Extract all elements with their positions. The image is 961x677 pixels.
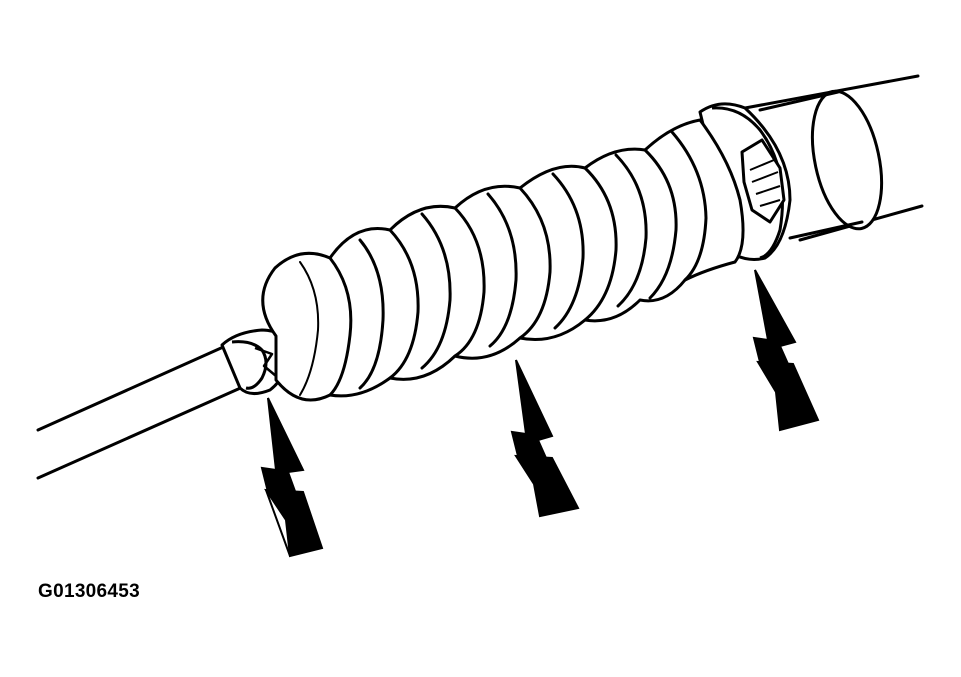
left-clamp-arrow xyxy=(260,397,324,558)
right-boot-clamp xyxy=(698,102,792,261)
center-boot-arrow xyxy=(510,359,580,518)
right-clamp-arrow xyxy=(752,269,820,432)
figure-id-label: G01306453 xyxy=(38,581,141,602)
rack-housing xyxy=(743,74,924,242)
tie-rod xyxy=(36,342,247,480)
rubber-dust-boot xyxy=(261,118,745,402)
